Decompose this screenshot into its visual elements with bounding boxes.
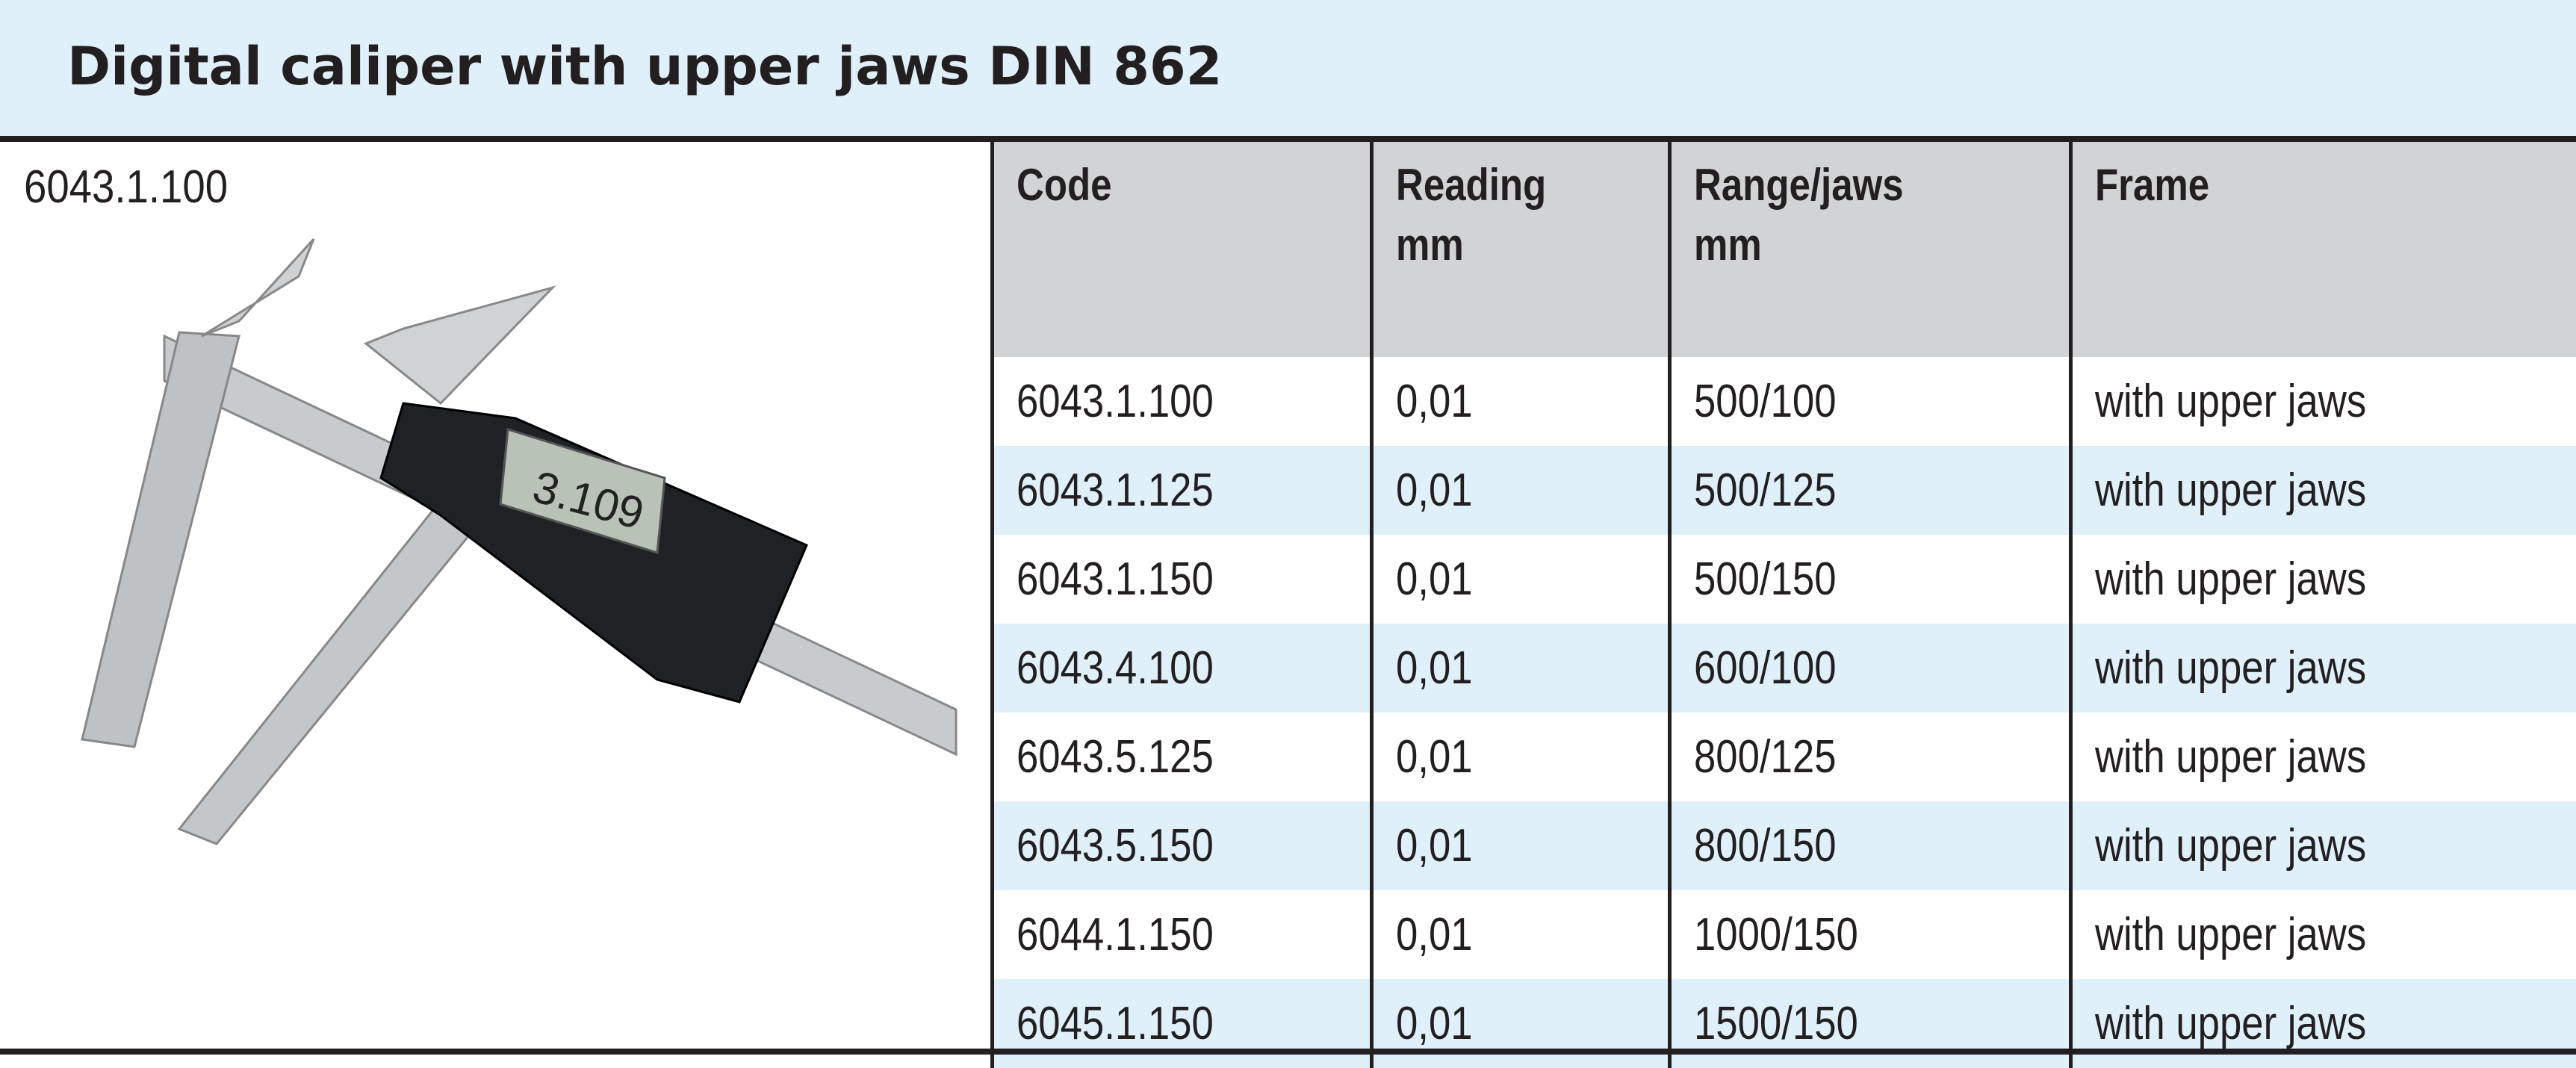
cell-text: 0,01 — [1396, 979, 1473, 1068]
table-cell: with upper jaws — [2071, 890, 2576, 979]
table-cell: 0,01 — [1371, 979, 1670, 1068]
table-cell: with upper jaws — [2071, 624, 2576, 712]
table-cell: 6043.1.100 — [993, 357, 1372, 446]
table-cell: 0,01 — [1371, 712, 1670, 801]
table-cell: 800/125 — [1670, 712, 2071, 801]
cell-text: 0,01 — [1396, 535, 1473, 624]
table-row: 6043.5.125 0,01 800/125 with upper jaws — [993, 712, 2576, 801]
table-row: 6043.1.100 0,01 500/100 with upper jaws — [993, 357, 2576, 446]
table-cell: with upper jaws — [2071, 446, 2576, 535]
cell-text: 6043.4.100 — [1017, 624, 1214, 712]
table-cell: 0,01 — [1371, 801, 1670, 890]
table-cell: 0,01 — [1371, 446, 1670, 535]
table-cell: with upper jaws — [2071, 801, 2576, 890]
cell-text: with upper jaws — [2095, 535, 2366, 624]
cell-text: with upper jaws — [2095, 624, 2366, 712]
column-header-label: Range/jaws — [1694, 155, 1904, 215]
table-cell: with upper jaws — [2071, 712, 2576, 801]
cell-text: 500/150 — [1694, 535, 1837, 624]
cell-text: 0,01 — [1396, 712, 1473, 801]
cell-text: 6045.1.150 — [1017, 979, 1214, 1068]
table-cell: with upper jaws — [2071, 535, 2576, 624]
cell-text: 0,01 — [1396, 890, 1473, 979]
cell-text: 6043.5.150 — [1017, 801, 1214, 890]
cell-text: 500/100 — [1694, 357, 1837, 446]
cell-text: with upper jaws — [2095, 712, 2366, 801]
table-cell: 6043.1.150 — [993, 535, 1372, 624]
table-cell: 0,01 — [1371, 624, 1670, 712]
cell-text: 1500/150 — [1694, 979, 1858, 1068]
table-cell: 0,01 — [1371, 357, 1670, 446]
cell-text: with upper jaws — [2095, 446, 2366, 535]
cell-text: 1000/150 — [1694, 890, 1858, 979]
table-cell: 500/100 — [1670, 357, 2071, 446]
column-header-label: Reading — [1396, 155, 1546, 215]
cell-text: 6043.1.125 — [1017, 446, 1214, 535]
title-bar: Digital caliper with upper jaws DIN 862 — [0, 0, 2576, 136]
divider — [0, 1049, 2576, 1055]
table-cell: 6045.1.150 — [993, 979, 1372, 1068]
table-cell: with upper jaws — [2071, 357, 2576, 446]
table-row: 6043.1.125 0,01 500/125 with upper jaws — [993, 446, 2576, 535]
table-cell: 6043.5.150 — [993, 801, 1372, 890]
cell-text: with upper jaws — [2095, 801, 2366, 890]
column-header-label: mm — [1694, 215, 1762, 275]
column-header: Code — [993, 142, 1372, 357]
table-cell: 6044.1.150 — [993, 890, 1372, 979]
table-cell: 0,01 — [1371, 535, 1670, 624]
cell-text: with upper jaws — [2095, 357, 2366, 446]
table-cell: 600/100 — [1670, 624, 2071, 712]
cell-text: 6043.1.150 — [1017, 535, 1214, 624]
table-cell: 6043.1.125 — [993, 446, 1372, 535]
cell-text: 500/125 — [1694, 446, 1837, 535]
table-cell: 800/150 — [1670, 801, 2071, 890]
cell-text: with upper jaws — [2095, 890, 2366, 979]
table-cell: 1500/150 — [1670, 979, 2071, 1068]
table-row: 6044.1.150 0,01 1000/150 with upper jaws — [993, 890, 2576, 979]
column-header-label: mm — [1396, 215, 1464, 275]
cell-text: 600/100 — [1694, 624, 1837, 712]
table-cell: 0,01 — [1371, 890, 1670, 979]
table-cell: 6043.5.125 — [993, 712, 1372, 801]
table-row: 6043.1.150 0,01 500/150 with upper jaws — [993, 535, 2576, 624]
cell-text: with upper jaws — [2095, 979, 2366, 1068]
column-header-label: Frame — [2095, 155, 2209, 215]
cell-text: 0,01 — [1396, 357, 1473, 446]
column-header-label: Code — [1017, 155, 1112, 215]
table-row: 6043.4.100 0,01 600/100 with upper jaws — [993, 624, 2576, 712]
cell-text: 0,01 — [1396, 446, 1473, 535]
cell-text: 0,01 — [1396, 801, 1473, 890]
cell-text: 6044.1.150 — [1017, 890, 1214, 979]
cell-text: 800/125 — [1694, 712, 1837, 801]
table-row: 6045.1.150 0,01 1500/150 with upper jaws — [993, 979, 2576, 1068]
caliper-image: 3.109 — [67, 232, 963, 866]
cell-text: 6043.5.125 — [1017, 712, 1214, 801]
divider — [0, 136, 2576, 142]
table-cell: 6043.4.100 — [993, 624, 1372, 712]
cell-text: 6043.1.100 — [1017, 357, 1214, 446]
cell-text: 0,01 — [1396, 624, 1473, 712]
table-cell: with upper jaws — [2071, 979, 2576, 1068]
table-cell: 1000/150 — [1670, 890, 2071, 979]
column-header: Frame — [2071, 142, 2576, 357]
cell-text: 800/150 — [1694, 801, 1837, 890]
table-cell: 500/150 — [1670, 535, 2071, 624]
table-cell: 500/125 — [1670, 446, 2071, 535]
table-row: 6043.5.150 0,01 800/150 with upper jaws — [993, 801, 2576, 890]
page-title: Digital caliper with upper jaws DIN 862 — [67, 36, 1222, 97]
image-code-label: 6043.1.100 — [24, 161, 228, 214]
